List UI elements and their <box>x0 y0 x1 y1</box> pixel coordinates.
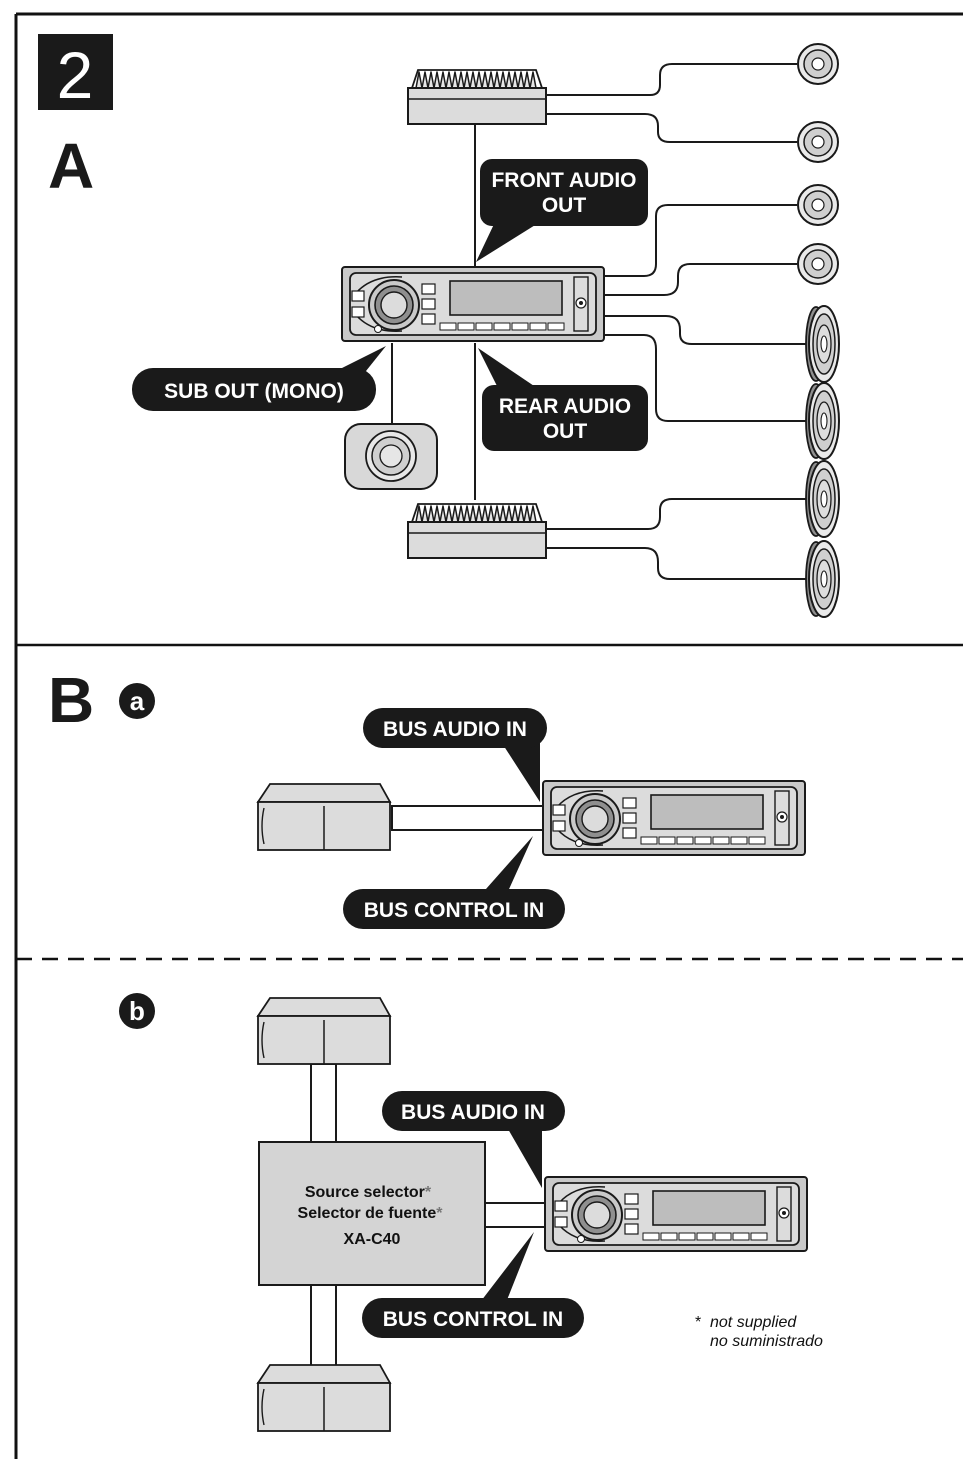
bus-cables-b <box>310 1063 546 1368</box>
source-selector-box: Source selector* Selector de fuente* XA-… <box>258 1141 486 1286</box>
marker-a <box>119 683 155 719</box>
bus-audio-in-callout-b: BUS AUDIO IN <box>382 1091 565 1188</box>
subwoofer <box>344 423 438 490</box>
front-audio-out-label-1: FRONT AUDIO <box>491 169 636 192</box>
rear-speaker-2 <box>805 382 840 460</box>
head-unit-b-a <box>542 780 806 856</box>
cd-changer-b-top <box>257 997 391 1065</box>
marker-a-letter: a <box>130 686 145 716</box>
bus-control-in-callout-a: BUS CONTROL IN <box>343 836 565 929</box>
front-right-speaker <box>797 243 839 285</box>
source-selector-model: XA-C40 <box>344 1231 401 1248</box>
sub-out-callout: SUB OUT (MONO) <box>132 346 386 411</box>
bus-control-in-label-b: BUS CONTROL IN <box>383 1308 563 1331</box>
rear-speaker-1 <box>805 305 840 383</box>
marker-b-letter: b <box>129 996 145 1026</box>
rear-speaker-3 <box>805 460 840 538</box>
front-audio-out-label-2: OUT <box>542 194 587 217</box>
front-left-speaker <box>797 184 839 226</box>
front-audio-out-callout: FRONT AUDIO OUT <box>476 159 648 262</box>
bus-control-in-callout-b: BUS CONTROL IN <box>362 1232 584 1338</box>
front-amplifier <box>407 69 547 125</box>
footnote-en: not supplied <box>710 1314 797 1331</box>
rear-amplifier <box>407 503 547 559</box>
bus-cable-a <box>391 805 545 831</box>
step-number: 2 <box>57 38 94 112</box>
head-unit-b-b <box>544 1176 808 1252</box>
bus-audio-in-label-b: BUS AUDIO IN <box>401 1101 545 1124</box>
cd-changer-a <box>257 783 391 851</box>
source-selector-label-en: Source selector* <box>305 1184 432 1201</box>
sub-out-label: SUB OUT (MONO) <box>164 380 344 403</box>
step-number-badge <box>38 34 113 110</box>
front-right-tweeter <box>797 121 839 163</box>
section-a-wires <box>391 63 807 580</box>
bus-audio-in-callout-a: BUS AUDIO IN <box>363 708 547 802</box>
marker-b <box>119 993 155 1029</box>
section-a-letter: A <box>48 130 94 202</box>
rear-speaker-4 <box>805 540 840 618</box>
footnote-asterisk: * <box>695 1314 701 1331</box>
cd-changer-b-bottom <box>257 1364 391 1432</box>
bus-audio-in-label-a: BUS AUDIO IN <box>383 718 527 741</box>
rear-audio-out-callout: REAR AUDIO OUT <box>478 348 648 451</box>
bus-control-in-label-a: BUS CONTROL IN <box>364 899 544 922</box>
rear-audio-out-label-2: OUT <box>543 420 588 443</box>
source-selector-label-es: Selector de fuente* <box>298 1205 444 1222</box>
head-unit-a <box>341 266 605 342</box>
front-left-tweeter <box>797 43 839 85</box>
footnote-es: no suministrado <box>710 1333 823 1350</box>
footnote: * not supplied no suministrado <box>695 1314 823 1350</box>
rear-audio-out-label-1: REAR AUDIO <box>499 395 631 418</box>
section-b-letter: B <box>48 664 94 736</box>
